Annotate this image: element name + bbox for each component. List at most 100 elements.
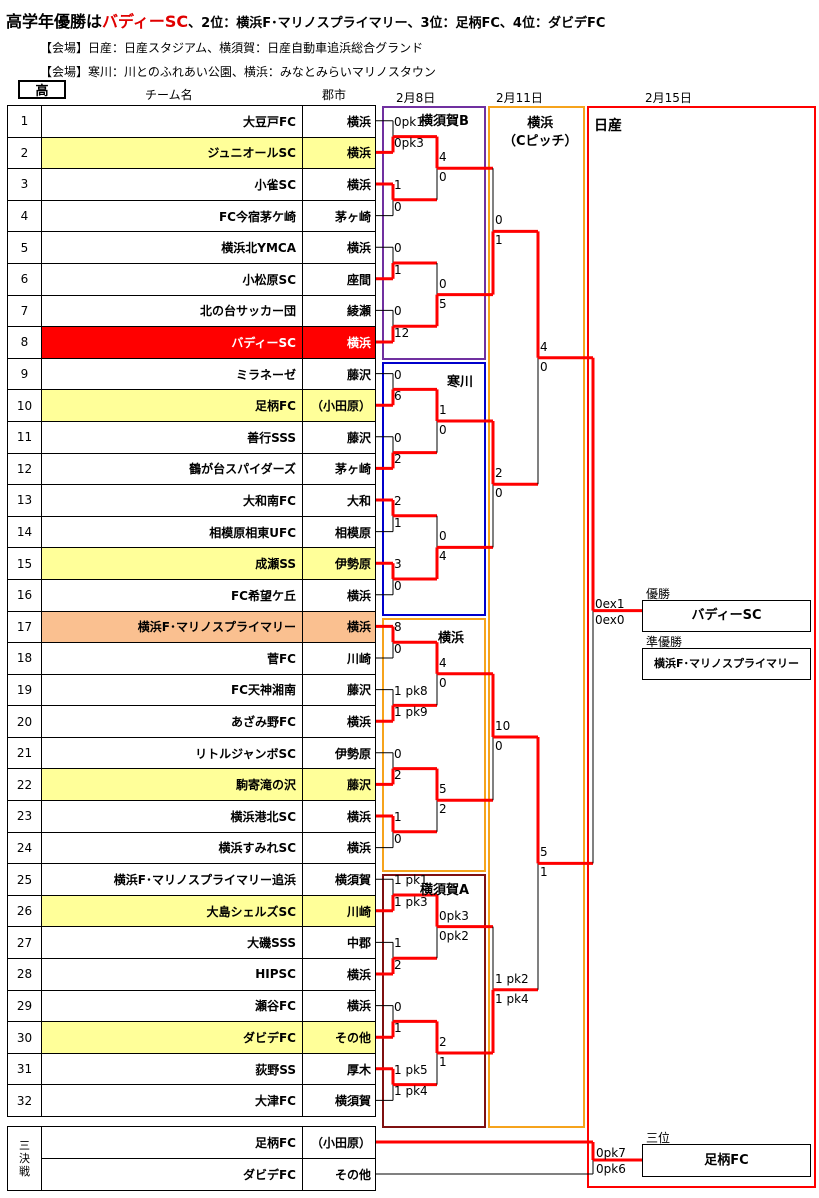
r1-score: 1 pk5 [394,1062,428,1077]
block-yokohama-c [488,106,585,1128]
team-name: 大豆戸FC [41,105,303,138]
r1-score: 0 [394,304,402,319]
r2-score: 1 [439,403,447,417]
r1-score: 0 [394,746,402,761]
team-number: 9 [7,357,42,391]
team-city: 藤沢 [302,420,376,454]
block-label-nissan: 日産 [594,118,622,134]
team-number: 32 [7,1084,42,1117]
team-city: 茅ヶ崎 [302,452,376,486]
r1-score: 0pk3 [394,136,424,151]
date-header-1: 2月8日 [396,91,436,105]
r1-score: 1 [394,810,402,824]
title-rest: 、2位：横浜F･マリノスプライマリー、3位：足柄FC、4位：ダビデFC [188,16,606,31]
third-score: 0pk7 [596,1146,626,1160]
r1-score: 1 [394,262,402,277]
team-number: 17 [7,610,42,644]
winner-box: バディーSC [642,600,811,632]
r1-score: 0 [394,367,402,382]
team-number: 22 [7,768,42,802]
r3-score: 0 [495,213,503,228]
block-label-samukawa: 寒川 [447,375,474,390]
team-name: 大和南FC [41,484,303,517]
team-city: 厚木 [302,1052,376,1086]
final-score: 0ex1 [595,596,625,611]
team-city: 横浜 [302,578,376,612]
r2-score: 0 [439,423,447,437]
r1-score: 1 pk1 [394,873,428,888]
team-number: 18 [7,642,42,675]
team-name: 北の台サッカー団 [41,294,303,328]
r1-score: 0 [394,999,402,1014]
r3-score: 1 pk2 [495,971,529,986]
runner-up-box: 横浜F･マリノスプライマリー [642,648,811,680]
team-name: バディーSC [41,326,303,359]
team-city: 川崎 [302,642,376,675]
r1-score: 1 pk8 [394,683,428,698]
block-samukawa [382,362,486,616]
team-city: 横須賀 [302,1084,376,1117]
team-name: FC今宿茅ケ崎 [41,199,303,233]
runner-up-label: 準優勝 [646,635,683,649]
team-city: 横浜 [302,105,376,138]
r1-score: 2 [394,452,402,467]
team-number: 31 [7,1052,42,1086]
team-number: 2 [7,136,42,170]
block-nissan [587,106,816,1188]
team-number: 7 [7,294,42,328]
page-title: 高学年優勝はバディーSC、2位：横浜F･マリノスプライマリー、3位：足柄FC、4… [6,8,605,32]
team-city: 相模原 [302,515,376,549]
team-city: 中郡 [302,926,376,960]
r1-score: 0 [394,241,402,256]
block-yokohama [382,618,486,872]
team-city: 横浜 [302,705,376,738]
team-name: ミラネーゼ [41,357,303,391]
team-number: 19 [7,673,42,707]
team-city: 茅ヶ崎 [302,199,376,233]
team-name: 善行SSS [41,420,303,454]
team-city: 横浜 [302,989,376,1023]
third-place-city-2: その他 [302,1158,376,1191]
r2-score: 0 [439,276,447,291]
team-name: 小松原SC [41,262,303,296]
team-name: FC希望ケ丘 [41,578,303,612]
third-box: 足柄FC [642,1144,811,1177]
r3-score: 2 [495,466,503,481]
team-name: 菅FC [41,642,303,675]
third-place-city-1: （小田原） [302,1126,376,1159]
team-name: 瀬谷FC [41,989,303,1023]
block-label-yokosuka-a: 横須賀A [420,883,470,898]
team-city: 藤沢 [302,673,376,707]
third-place-label: 三決戦 [7,1126,42,1191]
block-label-yokohama: 横浜 [438,631,465,646]
third-score: 0pk6 [596,1162,626,1176]
team-number: 5 [7,231,42,264]
team-city: （小田原） [302,389,376,422]
r2-score: 2 [439,802,447,817]
r2-score: 4 [439,655,447,670]
team-column-header: チーム名 [145,88,193,102]
final-score: 0ex0 [595,612,625,627]
block-label-yokohama-c: 横浜 （Cピッチ） [503,116,578,149]
r1-score: 8 [394,620,402,635]
title-champion: バディーSC [102,12,189,31]
r2-score: 4 [439,150,447,165]
team-name: 横浜F･マリノスプライマリー [41,610,303,644]
city-column-header: 郡市 [322,88,347,102]
third-place-team-2: ダビデFC [41,1158,303,1191]
team-number: 15 [7,547,42,580]
r1-score: 1 [394,936,402,951]
